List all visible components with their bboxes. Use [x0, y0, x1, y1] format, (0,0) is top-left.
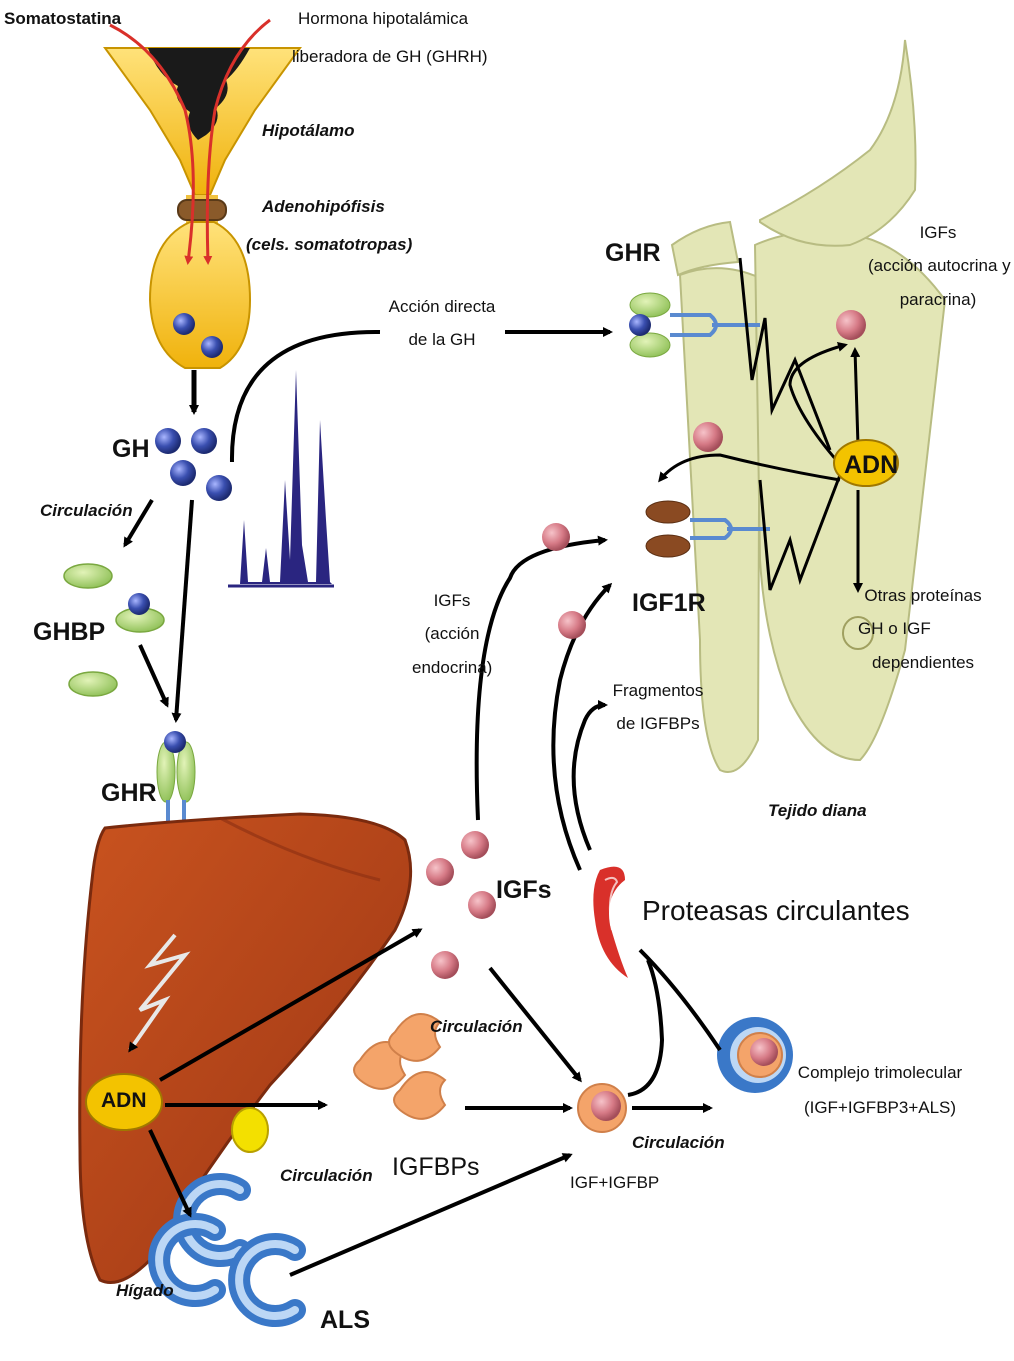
label-circulacion-liver: Circulación [280, 1165, 373, 1186]
label-somatostatina: Somatostatina [4, 8, 121, 29]
protease [593, 867, 628, 978]
label-adenohipofisis-cels: (cels. somatotropas) [246, 234, 412, 255]
direct-action-line [232, 332, 380, 462]
label-adn-liver: ADN [101, 1088, 147, 1114]
label-fragmentos: Fragmentos de IGFBPs [608, 680, 708, 735]
label-igf-igfbp: IGF+IGFBP [570, 1172, 659, 1193]
label-complejo-line2: (IGF+IGFBP3+ALS) [790, 1097, 970, 1118]
label-ghr-liver: GHR [101, 778, 157, 809]
igf-igfbp-complex [578, 1084, 626, 1132]
label-complejo-trimolecular: Complejo trimolecular (IGF+IGFBP3+ALS) [790, 1062, 970, 1119]
label-igfs-endocrina: IGFs (acción endocrina) [412, 590, 492, 678]
label-igfs-endo-line3: endocrina) [412, 657, 492, 678]
gh-granule [201, 336, 223, 358]
label-otras-line3: dependientes [858, 652, 988, 673]
label-circulacion-complex: Circulación [632, 1132, 725, 1153]
label-igfs-auto-line1: IGFs [868, 222, 1008, 243]
label-adenohipofisis: Adenohipófisis [262, 196, 385, 217]
label-circulacion-gh: Circulación [40, 500, 133, 521]
label-igfs-endo-line1: IGFs [412, 590, 492, 611]
label-gh: GH [112, 434, 150, 465]
label-accion-directa: Acción directa de la GH [382, 296, 502, 351]
adenohypophysis [150, 222, 250, 368]
label-complejo-line1: Complejo trimolecular [790, 1062, 970, 1083]
label-als: ALS [320, 1305, 370, 1336]
label-otras-line1: Otras proteínas [858, 585, 988, 606]
pituitary-stalk-ring [178, 200, 226, 220]
label-otras-proteinas: Otras proteínas GH o IGF dependientes [858, 585, 988, 673]
label-circulacion-igfs: Circulación [430, 1016, 523, 1037]
label-ghrh-line2: liberadora de GH (GHRH) [292, 46, 488, 67]
label-igfbps: IGFBPs [392, 1152, 480, 1183]
label-higado: Hígado [116, 1280, 174, 1301]
label-proteasas: Proteasas circulantes [642, 893, 910, 928]
label-ghbp: GHBP [33, 617, 105, 648]
label-igfs: IGFs [496, 875, 552, 906]
label-igfs-autocrina: IGFs (acción autocrina y paracrina) [868, 222, 1008, 310]
als-molecules [159, 1184, 295, 1316]
label-adn-target: ADN [844, 450, 898, 481]
label-igfs-endo-line2: (acción [412, 623, 492, 644]
igf-cluster [426, 831, 496, 979]
label-frag-line2: de IGFBPs [608, 713, 708, 734]
liver [80, 814, 411, 1283]
label-igfs-auto-line3: paracrina) [868, 289, 1008, 310]
gh-molecules [155, 428, 232, 501]
label-ghr-target: GHR [605, 238, 661, 269]
label-accion-line1: Acción directa [382, 296, 502, 317]
label-frag-line1: Fragmentos [608, 680, 708, 701]
label-ghrh-line1: Hormona hipotalámica [298, 8, 468, 29]
label-accion-line2: de la GH [382, 329, 502, 350]
label-igf1r: IGF1R [632, 588, 706, 619]
igf-endocrine [542, 523, 586, 639]
label-hipotalamo: Hipotálamo [262, 120, 355, 141]
trimolecular-complex [717, 1017, 793, 1093]
label-tejido-diana: Tejido diana [768, 800, 867, 821]
bone-top [760, 40, 916, 246]
gh-pulse-graph [228, 370, 334, 586]
label-igfs-auto-line2: (acción autocrina y [868, 255, 1008, 276]
label-otras-line2: GH o IGF [858, 618, 988, 639]
gh-granule [173, 313, 195, 335]
gh-arrows [125, 332, 610, 720]
